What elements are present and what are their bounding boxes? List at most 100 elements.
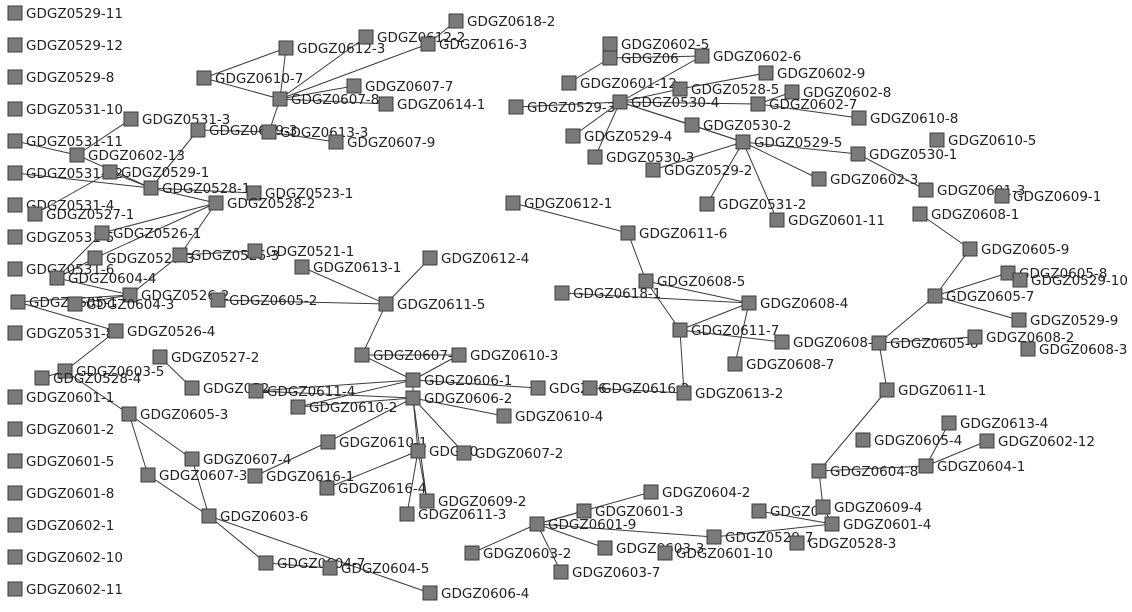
node-square[interactable]: [378, 296, 394, 312]
node-square[interactable]: [676, 385, 692, 401]
node-square[interactable]: [758, 65, 774, 81]
node-GDGZ0604-4[interactable]: GDGZ0604-4: [49, 270, 156, 287]
node-GDGZ0602-x[interactable]: GDGZ06: [602, 50, 679, 67]
node-square[interactable]: [420, 36, 436, 52]
node-square[interactable]: [645, 162, 661, 178]
node-GDGZ0607-7[interactable]: GDGZ0607-7: [346, 78, 453, 95]
node-square[interactable]: [208, 195, 224, 211]
node-GDGZ0613-2[interactable]: GDGZ0613-2: [676, 385, 783, 402]
node-GDGZ0602-3[interactable]: GDGZ0602-3: [811, 171, 918, 188]
node-square[interactable]: [272, 91, 288, 107]
node-GDGZ0529-12[interactable]: GDGZ0529-12: [7, 37, 123, 54]
node-GDGZ0602-11[interactable]: GDGZ0602-11: [7, 581, 123, 598]
node-square[interactable]: [7, 485, 23, 501]
node-square[interactable]: [851, 110, 867, 126]
node-GDGZ0604-5[interactable]: GDGZ0604-5: [322, 560, 429, 577]
node-square[interactable]: [565, 128, 581, 144]
node-square[interactable]: [994, 188, 1010, 204]
node-GDGZ0606-4[interactable]: GDGZ0606-4: [422, 585, 529, 602]
node-GDGZ0530-4[interactable]: GDGZ0530-4: [612, 94, 719, 111]
node-GDGZ0601-12[interactable]: GDGZ0601-12: [561, 75, 677, 92]
node-square[interactable]: [7, 5, 23, 21]
node-GDGZ0523-1[interactable]: GDGZ0523-1: [246, 185, 353, 202]
node-GDGZ0531-5[interactable]: GDGZ0531-5: [7, 229, 114, 246]
node-GDGZ0528-1[interactable]: GDGZ0528-1: [143, 180, 250, 197]
node-square[interactable]: [597, 540, 613, 556]
node-GDGZ0601-8[interactable]: GDGZ0601-8: [7, 485, 114, 502]
node-GDGZ0602-13[interactable]: GDGZ0602-13: [69, 147, 185, 164]
node-GDGZ0531-10[interactable]: GDGZ0531-10: [7, 101, 123, 118]
node-GDGZ0604-1[interactable]: GDGZ0604-1: [918, 458, 1025, 475]
node-GDGZ0527-2[interactable]: GDGZ0527-2: [152, 349, 259, 366]
node-square[interactable]: [201, 508, 217, 524]
node-GDGZ0612-1[interactable]: GDGZ0612-1: [505, 195, 612, 212]
node-square[interactable]: [774, 334, 790, 350]
node-square[interactable]: [410, 443, 426, 459]
node-GDGZ0528-3[interactable]: GDGZ0528-3: [789, 535, 896, 552]
node-square[interactable]: [328, 134, 344, 150]
node-GDGZ0608-3[interactable]: GDGZ0608-3: [1020, 341, 1127, 358]
node-GDGZ0530-3[interactable]: GDGZ0530-3: [587, 149, 694, 166]
node-GDGZ0601-10[interactable]: GDGZ0601-10: [657, 545, 773, 562]
node-GDGZ0605-3[interactable]: GDGZ0605-3: [121, 406, 228, 423]
node-GDGZ0531-12[interactable]: GDGZ0531-12: [7, 165, 123, 182]
node-square[interactable]: [1011, 312, 1027, 328]
node-square[interactable]: [1020, 341, 1036, 357]
node-square[interactable]: [190, 122, 206, 138]
node-square[interactable]: [918, 458, 934, 474]
node-GDGZ0611-4[interactable]: GDGZ0611-4: [248, 383, 355, 400]
node-GDGZ0602-5[interactable]: GDGZ0602-5: [602, 36, 709, 53]
node-square[interactable]: [419, 493, 435, 509]
node-square[interactable]: [871, 335, 887, 351]
node-GDGZ0602-9[interactable]: GDGZ0602-9: [758, 65, 865, 82]
node-GDGZ0529-5[interactable]: GDGZ0529-5: [735, 134, 842, 151]
node-square[interactable]: [7, 325, 23, 341]
node-GDGZ0609-x[interactable]: GDGZ0: [751, 503, 819, 520]
node-square[interactable]: [941, 415, 957, 431]
node-square[interactable]: [879, 382, 895, 398]
node-GDGZ0526-1[interactable]: GDGZ0526-1: [94, 225, 201, 242]
node-GDGZ0529-4[interactable]: GDGZ0529-4: [565, 128, 672, 145]
node-square[interactable]: [7, 37, 23, 53]
node-GDGZ0531-8[interactable]: GDGZ0531-8: [7, 325, 114, 342]
node-square[interactable]: [855, 432, 871, 448]
node-GDGZ0608-5[interactable]: GDGZ0608-5: [638, 273, 745, 290]
node-square[interactable]: [143, 180, 159, 196]
node-GDGZ0609-1[interactable]: GDGZ0609-1: [994, 188, 1101, 205]
node-GDGZ0603-7[interactable]: GDGZ0603-7: [553, 564, 660, 581]
node-GDGZ0529-11[interactable]: GDGZ0529-11: [7, 5, 123, 22]
node-square[interactable]: [769, 212, 785, 228]
node-square[interactable]: [7, 389, 23, 405]
node-square[interactable]: [7, 69, 23, 85]
node-GDGZ0605-6[interactable]: GDGZ0605-6: [871, 335, 978, 352]
node-square[interactable]: [638, 273, 654, 289]
node-square[interactable]: [7, 517, 23, 533]
node-square[interactable]: [7, 421, 23, 437]
node-square[interactable]: [582, 380, 598, 396]
node-square[interactable]: [967, 329, 983, 345]
node-GDGZ0602-8[interactable]: GDGZ0602-8: [784, 84, 891, 101]
node-square[interactable]: [140, 467, 156, 483]
node-GDGZ0607-1[interactable]: GDGZ0607-1: [354, 347, 461, 364]
node-GDGZ0610-8[interactable]: GDGZ0610-8: [851, 110, 958, 127]
node-square[interactable]: [322, 560, 338, 576]
node-square[interactable]: [102, 164, 118, 180]
node-square[interactable]: [94, 225, 110, 241]
node-square[interactable]: [27, 206, 43, 222]
node-square[interactable]: [7, 453, 23, 469]
node-square[interactable]: [448, 13, 464, 29]
node-square[interactable]: [69, 147, 85, 163]
node-GDGZ0611-1[interactable]: GDGZ0611-1: [879, 382, 986, 399]
node-square[interactable]: [553, 564, 569, 580]
node-GDGZ0606-1[interactable]: GDGZ0606-1: [405, 372, 512, 389]
node-square[interactable]: [602, 36, 618, 52]
node-GDGZ0528-2[interactable]: GDGZ0528-2: [208, 195, 315, 212]
node-square[interactable]: [464, 545, 480, 561]
node-square[interactable]: [962, 241, 978, 257]
node-square[interactable]: [554, 285, 570, 301]
node-square[interactable]: [184, 380, 200, 396]
node-GDGZ0531-11[interactable]: GDGZ0531-11: [7, 133, 123, 150]
node-GDGZ0602-1[interactable]: GDGZ0602-1: [7, 517, 114, 534]
node-square[interactable]: [706, 529, 722, 545]
node-square[interactable]: [451, 347, 467, 363]
